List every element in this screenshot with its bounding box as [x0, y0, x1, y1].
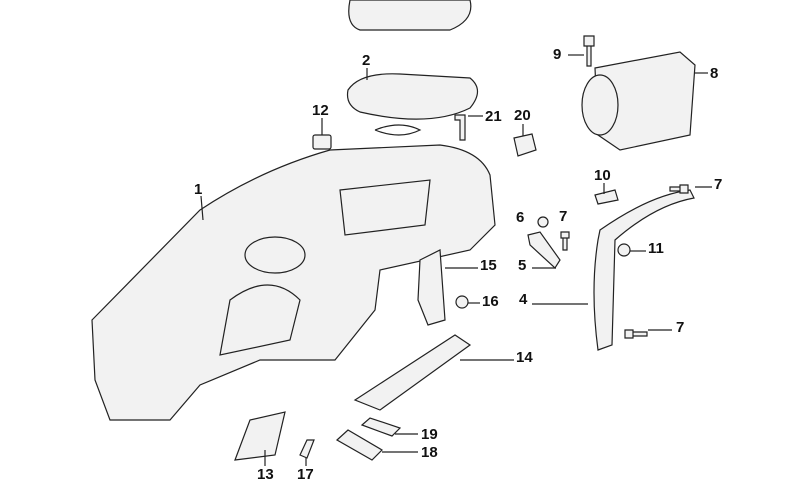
part-clip-11	[617, 243, 631, 257]
callout-1: 1	[194, 181, 203, 198]
callout-18: 18	[421, 444, 438, 461]
part-trim-14	[353, 334, 472, 411]
callout-7-lower: 7	[676, 319, 685, 336]
callout-10: 10	[594, 167, 611, 184]
part-screw-7a	[669, 184, 689, 194]
callout-11: 11	[648, 240, 664, 257]
callout-16: 16	[482, 293, 499, 310]
callout-9: 9	[553, 46, 562, 63]
part-bracket-10	[594, 189, 619, 205]
callout-5: 5	[518, 257, 527, 274]
part-clip-12	[312, 134, 332, 150]
part-screw-7b	[560, 231, 570, 251]
part-screw-7c	[624, 329, 648, 339]
callout-19: 19	[421, 426, 438, 443]
callout-8: 8	[710, 65, 719, 82]
parts-diagram	[91, 0, 712, 466]
part-trim-15	[417, 249, 446, 326]
callout-15: 15	[480, 257, 497, 274]
callout-20: 20	[514, 107, 531, 124]
part-clip-20	[513, 133, 537, 157]
leader-lines	[200, 54, 712, 466]
callout-14: 14	[516, 349, 533, 366]
part-screw-6	[537, 216, 549, 228]
part-duct-4	[593, 189, 695, 351]
part-bolt	[583, 35, 595, 67]
callout-12: 12	[312, 102, 329, 119]
callout-7-middle: 7	[559, 208, 568, 225]
part-dashboard	[91, 144, 496, 421]
callout-7-upper: 7	[714, 176, 723, 193]
part-bracket-5	[527, 231, 561, 269]
part-frame-18	[335, 429, 383, 461]
part-cover-17	[299, 439, 315, 459]
callout-2: 2	[362, 52, 371, 69]
part-cover-19	[360, 417, 402, 437]
callout-4: 4	[519, 291, 528, 308]
part-bracket-21	[454, 114, 466, 141]
part-clip-16	[455, 295, 469, 309]
part-vent-13	[234, 411, 286, 461]
part-sun-visor	[346, 73, 479, 120]
callout-13: 13	[257, 466, 274, 483]
callout-21: 21	[485, 108, 502, 125]
callout-17: 17	[297, 466, 314, 483]
callout-6: 6	[516, 209, 525, 226]
part-sun-visor-upper	[348, 0, 472, 31]
